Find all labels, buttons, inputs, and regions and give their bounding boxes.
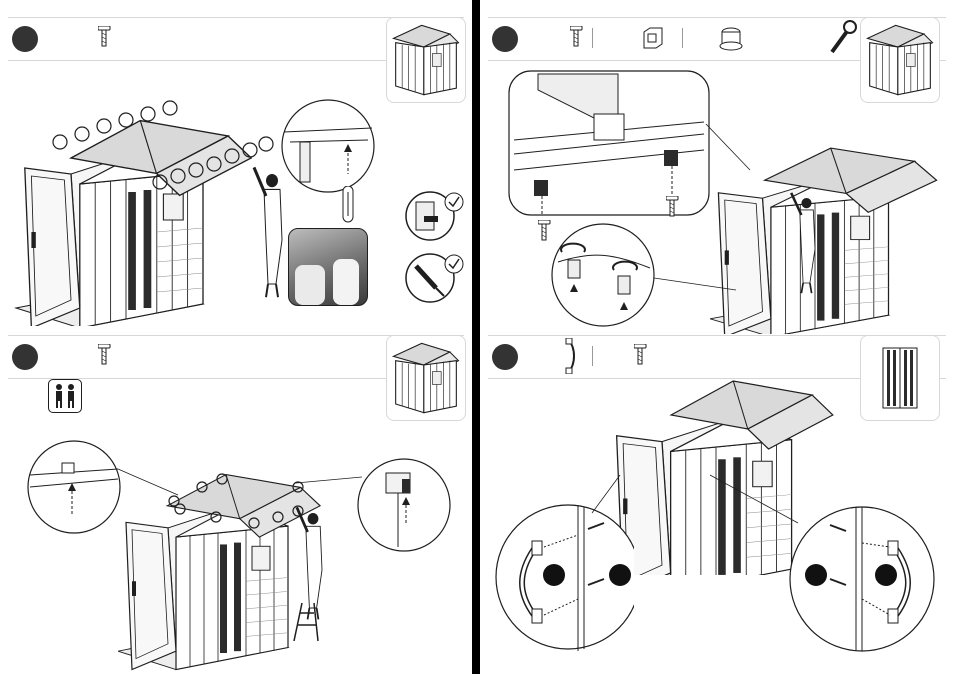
screw-icon (98, 26, 112, 50)
drill-check-icon (402, 186, 466, 246)
page-divider (472, 0, 480, 674)
step-panel-4 (480, 335, 954, 674)
step-panel-2 (480, 0, 954, 335)
detail-inset (280, 98, 376, 194)
step-number-badge (12, 26, 38, 52)
photo-inset (288, 228, 368, 306)
screw-detail-icon (341, 186, 355, 226)
roof-screw-illustration (10, 96, 300, 326)
step-panel-1 (0, 0, 472, 335)
leader-lines (480, 0, 954, 335)
step-panel-3 (0, 335, 472, 674)
screwdriver-check-icon (402, 250, 466, 306)
ridge-screw-illustration (118, 463, 348, 673)
shed-thumbnail (386, 17, 466, 103)
leader-lines (480, 335, 954, 674)
